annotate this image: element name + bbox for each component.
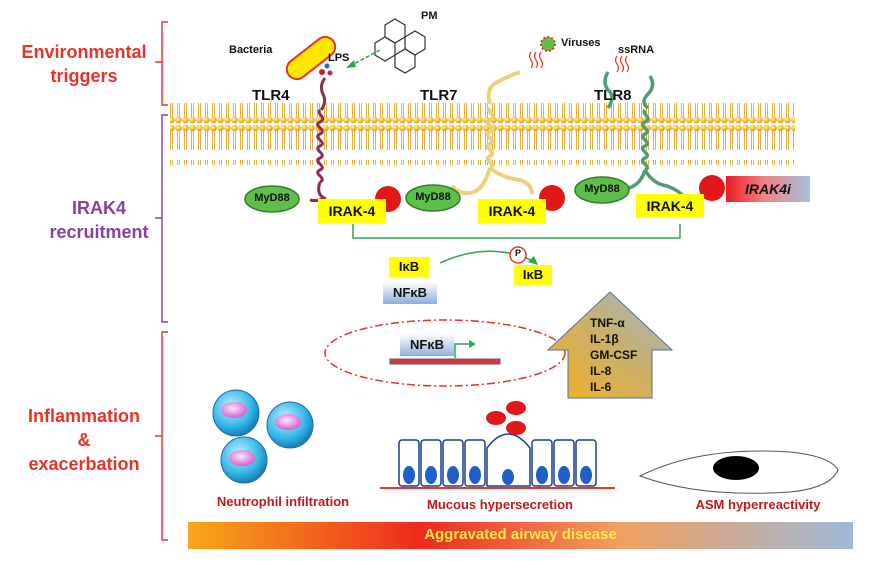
- environmental-line1: Environmental: [21, 42, 147, 62]
- nfkb-nuclear-box: NFκB: [400, 334, 454, 356]
- epithelium-nuclei: [403, 466, 592, 485]
- lps-dot2-icon: [327, 70, 333, 76]
- irak4-line1: IRAK4: [71, 198, 126, 218]
- pm-molecule-icon: [374, 18, 426, 74]
- myd88-label-1: MyD88: [254, 192, 290, 204]
- virus-icon: [540, 36, 556, 52]
- lps-label: LPS: [328, 52, 350, 64]
- ssrna-label: ssRNA: [618, 44, 655, 56]
- phospho-label: P: [514, 248, 521, 258]
- transcription-arrow: [454, 343, 472, 358]
- transcription-arrowhead: [469, 340, 476, 348]
- mucous-label: Mucous hypersecretion: [427, 497, 573, 512]
- environmental-triggers-label: Environmental triggers: [14, 40, 154, 88]
- pm-arrowhead: [346, 60, 356, 68]
- cytokine-arrow: [546, 291, 674, 399]
- aggravated-bar: [188, 522, 853, 549]
- cytokine-il1b: IL-1β: [590, 332, 619, 346]
- myd88-3: [574, 176, 630, 204]
- irak4-box-3: IRAK-4: [636, 194, 704, 218]
- cytokine-il8: IL-8: [590, 364, 612, 378]
- mucus-droplets: [486, 401, 526, 435]
- irak4-connector: [352, 224, 681, 239]
- cytokine-il6: IL-6: [590, 380, 612, 394]
- myd88-label-3: MyD88: [584, 183, 620, 195]
- asm-nucleus: [713, 456, 759, 480]
- lps-icon: [319, 69, 325, 75]
- tlr4-receptor: [309, 77, 327, 203]
- lps-dot-icon: [324, 63, 330, 69]
- irak4-ball-3: [699, 175, 725, 201]
- irak4i-inhibitor: IRAK4i: [726, 176, 810, 202]
- ikb-phospho-box: IκB: [514, 265, 552, 285]
- bacteria-icon: [285, 35, 337, 81]
- inflammation-label: Inflammation & exacerbation: [14, 404, 154, 476]
- irak4-recruitment-label: IRAK4 recruitment: [44, 196, 154, 244]
- irak4-line2: recruitment: [49, 222, 149, 242]
- ikb-box: IκB: [389, 257, 429, 277]
- irak4-box-2: IRAK-4: [478, 199, 546, 223]
- inflam-line2: &: [77, 430, 91, 450]
- pm-label: PM: [421, 10, 438, 22]
- viruses-label: Viruses: [561, 37, 601, 49]
- neutrophil-label: Neutrophil infiltration: [216, 494, 350, 509]
- asm-label: ASM hyperreactivity: [695, 497, 821, 512]
- ssrna-wave-icon: [528, 51, 630, 73]
- aggravated-label: Aggravated airway disease: [424, 526, 617, 543]
- tlr8-label: TLR8: [594, 87, 632, 104]
- myd88-label-2: MyD88: [415, 191, 451, 203]
- bracket-inflammation: [155, 331, 168, 541]
- bacteria-label: Bacteria: [229, 44, 273, 56]
- environmental-line2: triggers: [50, 66, 118, 86]
- myd88-1: [244, 185, 300, 213]
- cytokine-gmcsf: GM-CSF: [590, 348, 638, 362]
- dna-strand: [389, 358, 501, 365]
- nucleus-boundary: [324, 319, 566, 387]
- tlr7-receptor: [450, 70, 534, 196]
- cytokine-tnf: TNF-α: [590, 316, 625, 330]
- nfkb-cytoplasm-box: NFκB: [383, 282, 437, 304]
- tlr7-label: TLR7: [420, 87, 458, 104]
- lipid-bilayer: [170, 103, 795, 165]
- ikb-arrowhead: [528, 256, 538, 265]
- myd88-2: [405, 184, 461, 212]
- phospho-circle: [509, 246, 527, 264]
- bracket-environmental: [155, 21, 168, 106]
- inflam-line3: exacerbation: [28, 454, 140, 474]
- irak4-box-1: IRAK-4: [318, 199, 386, 223]
- neutrophil-cells: [212, 389, 314, 484]
- bracket-irak4: [155, 114, 168, 323]
- tlr4-label: TLR4: [252, 87, 290, 104]
- inflam-line1: Inflammation: [27, 406, 140, 426]
